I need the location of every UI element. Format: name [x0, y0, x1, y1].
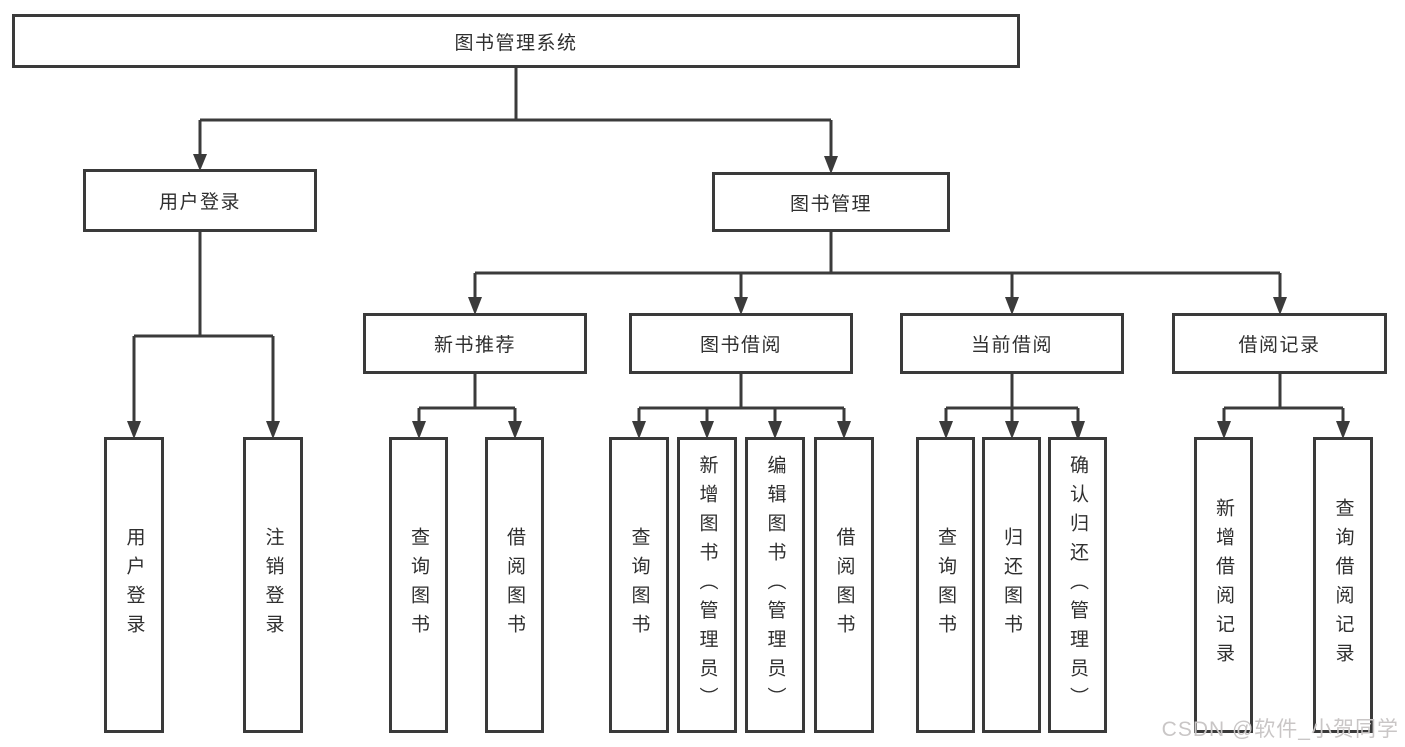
leaf-query-books-current: 查询图书: [916, 437, 975, 733]
connector-login-to-leaves: [127, 230, 280, 439]
leaf-query-books-newbook: 查询图书: [389, 437, 448, 733]
leaf-label: 借阅图书: [833, 527, 855, 643]
leaf-label: 查询图书: [935, 527, 956, 643]
node-label: 图书借阅: [699, 335, 782, 356]
leaf-label: 注销登录: [262, 527, 284, 643]
leaf-add-borrow-record: 新增借阅记录: [1194, 437, 1253, 733]
leaf-label: 借阅图书: [504, 527, 525, 643]
leaf-label: 归还图书: [1001, 527, 1022, 643]
leaf-confirm-return-admin: 确认归还（管理员）: [1048, 437, 1107, 733]
leaf-logout: 注销登录: [243, 437, 303, 733]
node-borrow-records: 借阅记录: [1172, 313, 1387, 374]
node-label: 图书管理: [789, 193, 872, 215]
node-current-borrow: 当前借阅: [900, 313, 1124, 374]
leaf-user-login: 用户登录: [104, 437, 164, 733]
leaf-label: 确认归还（管理员）: [1067, 454, 1088, 716]
leaf-label: 编辑图书（管理员）: [764, 454, 786, 716]
node-root-system: 图书管理系统: [12, 14, 1020, 68]
leaf-query-borrow-record: 查询借阅记录: [1313, 437, 1373, 733]
leaf-return-books: 归还图书: [982, 437, 1041, 733]
leaf-borrow-books-newbook: 借阅图书: [485, 437, 544, 733]
leaf-label: 新增图书（管理员）: [696, 454, 718, 716]
connector-records-to-leaves: [1217, 372, 1350, 439]
leaf-label: 新增借阅记录: [1213, 498, 1234, 672]
node-label: 用户登录: [158, 192, 241, 213]
node-label: 当前借阅: [970, 335, 1053, 356]
node-label: 新书推荐: [433, 335, 516, 356]
connector-root-to-level2: [193, 66, 838, 174]
leaf-label: 查询借阅记录: [1332, 498, 1354, 672]
node-book-borrow: 图书借阅: [629, 313, 853, 374]
leaf-query-books-borrow: 查询图书: [609, 437, 669, 733]
leaf-add-books-admin: 新增图书（管理员）: [677, 437, 737, 733]
leaf-edit-books-admin: 编辑图书（管理员）: [745, 437, 805, 733]
csdn-watermark: CSDN @软件_小贺同学: [1161, 718, 1399, 741]
connector-borrow-to-leaves: [632, 372, 851, 439]
leaf-label: 查询图书: [408, 527, 429, 643]
connector-newbook-to-leaves: [412, 372, 522, 439]
leaf-label: 用户登录: [123, 527, 145, 643]
node-new-book-recommend: 新书推荐: [363, 313, 587, 374]
connector-current-to-leaves: [939, 372, 1085, 441]
leaf-borrow-books: 借阅图书: [814, 437, 874, 733]
node-label: 图书管理系统: [454, 32, 578, 54]
node-label: 借阅记录: [1238, 335, 1321, 356]
node-book-management: 图书管理: [712, 172, 950, 232]
leaf-label: 查询图书: [628, 527, 650, 643]
connector-mgmt-to-level3: [468, 230, 1287, 315]
node-user-login: 用户登录: [83, 169, 317, 232]
